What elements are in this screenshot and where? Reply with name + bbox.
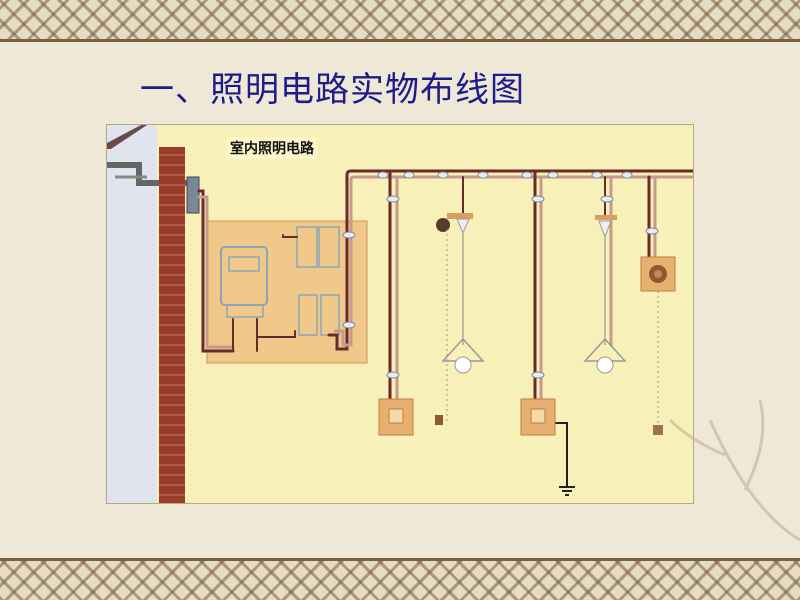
wiring-diagram-svg [107,125,693,503]
wiring [197,169,693,488]
slide-title: 一、照明电路实物布线图 [140,70,525,110]
top-ornament-border [0,0,800,42]
meter-icon [220,246,268,318]
ground-icon [559,486,575,496]
exterior-wall [107,125,157,503]
figure-label: 室内照明电路 [227,137,317,159]
wire-clips [342,171,659,379]
roof-edge [107,125,147,149]
wiring-diagram-figure: 室内照明电路 [106,124,694,504]
decorative-branch [668,399,800,542]
switch-icon [378,398,443,436]
brick-wall [159,147,185,503]
switch-icon [520,398,556,436]
lamp-icon [436,213,485,421]
entry-box [186,176,200,214]
bottom-ornament-border [0,558,800,600]
lamp-icon [583,215,627,374]
socket-icon [640,256,676,435]
